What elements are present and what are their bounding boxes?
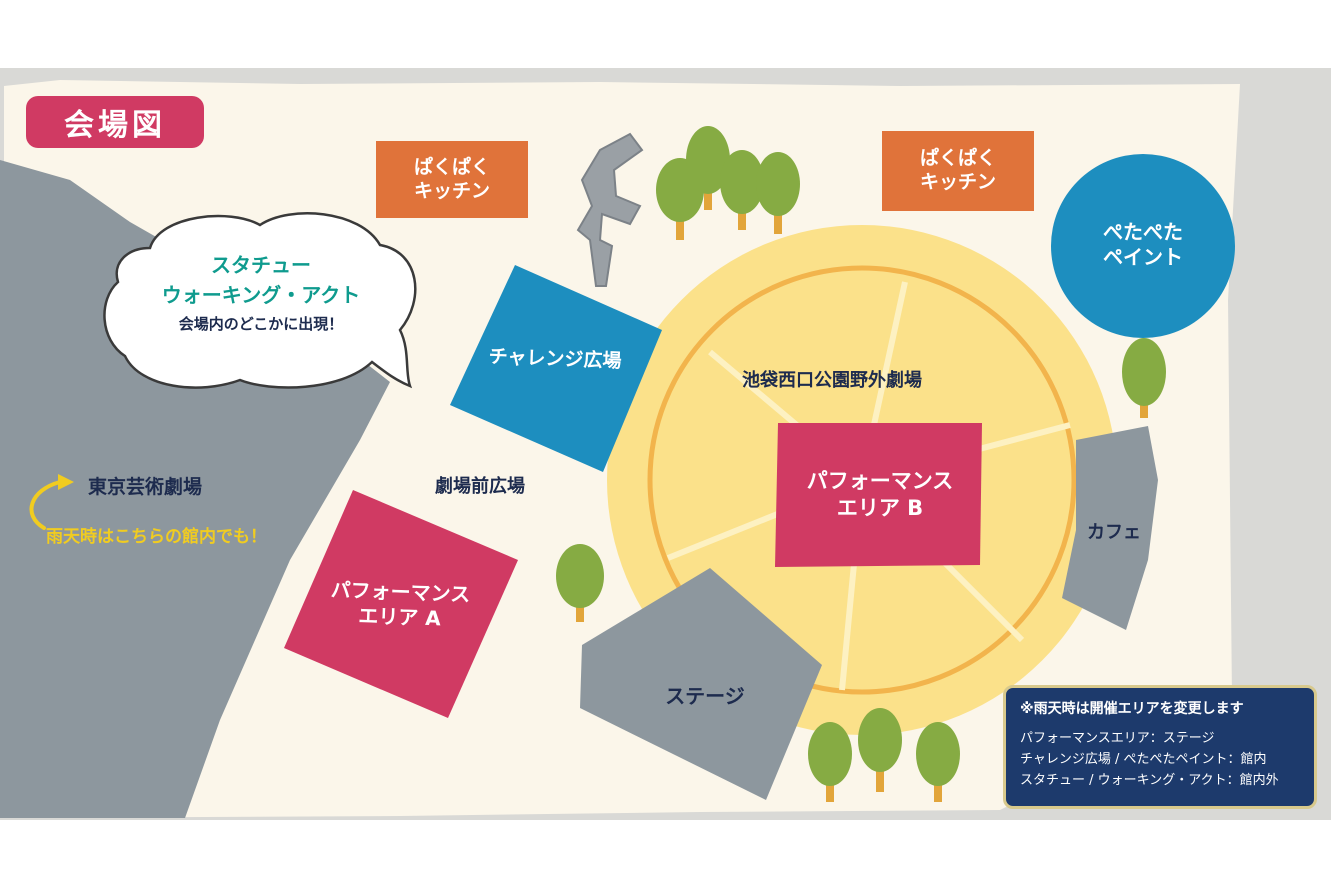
cafe-area	[1062, 426, 1158, 630]
paint-line2: ペイント	[1103, 245, 1183, 269]
cafe-label: カフェ	[1087, 522, 1141, 543]
kitchen-right-line2: キッチン	[919, 171, 996, 193]
theater-name: 池袋西口公園野外劇場	[742, 370, 922, 391]
legend-row: パフォーマンスエリア：ステージ	[1020, 731, 1215, 746]
kitchen-left: ぱくぱく キッチン	[376, 141, 528, 218]
legend-heading: ※雨天時は開催エリアを変更します	[1020, 701, 1244, 717]
tree-group-bottom	[808, 708, 960, 802]
legend-row: スタチュー / ウォーキング・アクト：館内外	[1020, 773, 1279, 788]
kitchen-left-line2: キッチン	[413, 179, 490, 202]
tree-group-top	[656, 126, 800, 240]
tree-icon	[858, 708, 902, 792]
perf-b-line1: パフォーマンス	[806, 469, 954, 494]
challenge-label: チャレンジ広場	[454, 337, 655, 384]
rain-note: 雨天時はこちらの館内でも！	[46, 527, 267, 547]
paint-area	[1051, 154, 1235, 338]
perf-a-line2: エリア A	[357, 603, 442, 631]
speech-line3: 会場内のどこかに出現！	[178, 315, 344, 333]
kitchen-right: ぱくぱく キッチン	[882, 131, 1034, 211]
theater-inner-ring	[647, 265, 1077, 695]
challenge-area	[450, 265, 662, 472]
page-title: 会場図	[26, 96, 204, 148]
speech-text: スタチュー ウォーキング・アクト 会場内のどこかに出現！	[106, 250, 416, 338]
perf-a-line1: パフォーマンス	[330, 577, 471, 607]
stage-area	[580, 568, 822, 800]
paint-label: ぺたぺた ペイント	[1051, 200, 1235, 290]
stage-label: ステージ	[665, 684, 745, 708]
speech-bubble	[103, 212, 417, 389]
arrow-icon	[29, 480, 62, 530]
legend-row: チャレンジ広場 / ぺたぺたペイント：館内	[1020, 752, 1267, 767]
perf-b-label: パフォーマンス エリア B	[778, 423, 982, 566]
tree-icon	[916, 722, 960, 802]
challenge-text: チャレンジ広場	[488, 345, 622, 373]
perf-b-area	[775, 423, 982, 567]
tree-icon	[556, 544, 604, 622]
perf-a-label: パフォーマンス エリア A	[298, 557, 501, 654]
tokyo-geijutsu-label: 東京芸術劇場	[88, 476, 203, 498]
tree-icon	[686, 126, 730, 210]
paint-line1: ぺたぺた	[1103, 220, 1183, 244]
kitchen-right-line1: ぱくぱく	[919, 147, 996, 170]
tree-icon	[720, 150, 764, 230]
kitchen-left-line1: ぱくぱく	[413, 155, 490, 178]
speech-line1: スタチュー	[211, 253, 311, 277]
plaza-label: 劇場前広場	[435, 476, 525, 497]
perf-a-area	[284, 490, 518, 718]
statue-icon	[576, 132, 644, 287]
tree-icon	[1122, 338, 1166, 418]
rain-legend: ※雨天時は開催エリアを変更します パフォーマンスエリア：ステージ チャレンジ広場…	[1003, 685, 1317, 809]
tree-icon	[808, 722, 852, 802]
tree-icon	[756, 152, 800, 234]
perf-b-line2: エリア B	[836, 495, 924, 520]
arrow-head	[58, 474, 74, 490]
speech-line2: ウォーキング・アクト	[161, 283, 361, 307]
